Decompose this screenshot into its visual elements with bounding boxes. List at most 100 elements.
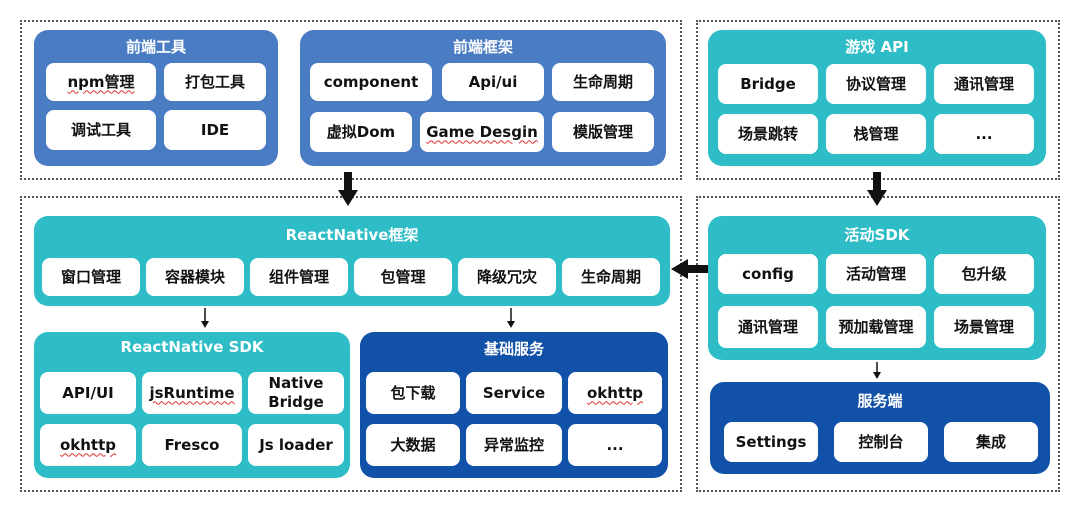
tile-label: 栈管理 bbox=[853, 124, 899, 143]
server-panel: 服务端 Settings 控制台 集成 bbox=[710, 382, 1050, 474]
base-services-title: 基础服务 bbox=[483, 340, 544, 358]
tile-degrade: 降级冗灾 bbox=[458, 258, 556, 296]
tile-npm: npm管理 bbox=[46, 63, 156, 101]
tile-label: 包升级 bbox=[961, 264, 1007, 283]
tile-label: 协议管理 bbox=[845, 74, 906, 93]
tile-window: 窗口管理 bbox=[42, 258, 140, 296]
tile-jsruntime: jsRuntime bbox=[142, 372, 242, 414]
frontend-tools-panel: 前端工具 npm管理 打包工具 调试工具 IDE bbox=[34, 30, 278, 166]
rn-sdk-title: ReactNative SDK bbox=[120, 338, 264, 356]
tile-label: 打包工具 bbox=[184, 72, 245, 91]
rn-framework-panel: ReactNative框架 窗口管理 容器模块 组件管理 包管理 降级冗灾 生命… bbox=[34, 216, 670, 306]
tile-scene-mgmt: 场景管理 bbox=[934, 306, 1034, 348]
tile-label: component bbox=[323, 72, 419, 91]
tile-label: 异常监控 bbox=[483, 435, 544, 454]
rn-sdk-panel: ReactNative SDK API/UI jsRuntime Native … bbox=[34, 332, 350, 478]
tile-label: okhttp bbox=[586, 383, 644, 402]
tile-label: Game Desgin bbox=[426, 122, 538, 141]
tile-label: npm管理 bbox=[67, 72, 135, 91]
tile-label: Js loader bbox=[259, 435, 333, 454]
tile-fresco: Fresco bbox=[142, 424, 242, 466]
tile-activity-mgmt: 活动管理 bbox=[826, 254, 926, 294]
tile-label: 生命周期 bbox=[572, 72, 633, 91]
tile-activity-comm: 通讯管理 bbox=[718, 306, 818, 348]
activity-sdk-title: 活动SDK bbox=[844, 226, 910, 244]
tile-api-ui-sdk: API/UI bbox=[40, 372, 136, 414]
tile-stack: 栈管理 bbox=[826, 114, 926, 154]
tile-component: component bbox=[310, 63, 432, 101]
tile-label: Service bbox=[482, 383, 546, 402]
base-services-panel: 基础服务 包下载 Service okhttp 大数据 异常监控 ... bbox=[360, 332, 668, 478]
tile-package: 包管理 bbox=[354, 258, 452, 296]
tile-container: 容器模块 bbox=[146, 258, 244, 296]
tile-label: API/UI bbox=[62, 383, 114, 402]
thin-arrow-server bbox=[873, 362, 881, 379]
left-arrow bbox=[671, 259, 708, 279]
tile-label: 控制台 bbox=[858, 432, 904, 451]
tile-label: 生命周期 bbox=[580, 267, 641, 286]
tile-ide: IDE bbox=[164, 110, 266, 150]
tile-label: 模版管理 bbox=[572, 122, 633, 141]
tile-label: 容器模块 bbox=[164, 267, 225, 286]
tile-native-bridge: Native Bridge bbox=[248, 372, 344, 414]
tile-label: 组件管理 bbox=[268, 267, 329, 286]
tile-label: Api/ui bbox=[468, 72, 518, 91]
tile-service: Service bbox=[466, 372, 562, 414]
tile-label: Native Bridge bbox=[268, 374, 324, 411]
tile-more-base: ... bbox=[568, 424, 662, 466]
tile-label: 窗口管理 bbox=[60, 267, 121, 286]
frontend-framework-title: 前端框架 bbox=[452, 38, 513, 56]
tile-label: 虚拟Dom bbox=[326, 122, 396, 141]
tile-pkg-download: 包下载 bbox=[366, 372, 460, 414]
tile-console: 控制台 bbox=[834, 422, 928, 462]
thin-arrow-rn-sdk bbox=[201, 308, 209, 328]
tile-scene-jump: 场景跳转 bbox=[718, 114, 818, 154]
tile-label: 大数据 bbox=[390, 435, 436, 454]
tile-label: 通讯管理 bbox=[737, 317, 798, 336]
down-arrow-right bbox=[867, 172, 887, 206]
game-api-panel: 游戏 API Bridge 协议管理 通讯管理 场景跳转 栈管理 ... bbox=[708, 30, 1046, 166]
tile-bundler: 打包工具 bbox=[164, 63, 266, 101]
tile-label: IDE bbox=[200, 120, 230, 139]
tile-label: 调试工具 bbox=[70, 120, 131, 139]
tile-protocol: 协议管理 bbox=[826, 64, 926, 104]
tile-big-data: 大数据 bbox=[366, 424, 460, 466]
tile-label: config bbox=[742, 264, 794, 283]
rn-framework-title: ReactNative框架 bbox=[285, 226, 419, 244]
tile-label: 集成 bbox=[975, 432, 1006, 451]
tile-template: 模版管理 bbox=[552, 112, 654, 152]
tile-preload: 预加载管理 bbox=[826, 306, 926, 348]
tile-components: 组件管理 bbox=[250, 258, 348, 296]
tile-label: 降级冗灾 bbox=[476, 267, 537, 286]
tile-pkg-upgrade: 包升级 bbox=[934, 254, 1034, 294]
tile-label: 场景跳转 bbox=[737, 124, 798, 143]
tile-label: ... bbox=[606, 435, 624, 454]
tile-integration: 集成 bbox=[944, 422, 1038, 462]
tile-okhttp-sdk: okhttp bbox=[40, 424, 136, 466]
server-title: 服务端 bbox=[857, 392, 903, 410]
tile-rn-lifecycle: 生命周期 bbox=[562, 258, 660, 296]
tile-comm: 通讯管理 bbox=[934, 64, 1034, 104]
game-api-title: 游戏 API bbox=[845, 38, 909, 56]
tile-debug: 调试工具 bbox=[46, 110, 156, 150]
tile-label: 场景管理 bbox=[953, 317, 1014, 336]
tile-label: Bridge bbox=[740, 74, 796, 93]
tile-label: 通讯管理 bbox=[953, 74, 1014, 93]
tile-more: ... bbox=[934, 114, 1034, 154]
tile-js-loader: Js loader bbox=[248, 424, 344, 466]
tile-label: okhttp bbox=[59, 435, 117, 454]
tile-bridge: Bridge bbox=[718, 64, 818, 104]
activity-sdk-panel: 活动SDK config 活动管理 包升级 通讯管理 预加载管理 场景管理 bbox=[708, 216, 1046, 360]
tile-config: config bbox=[718, 254, 818, 294]
tile-label: 包管理 bbox=[380, 267, 426, 286]
tile-exception-monitor: 异常监控 bbox=[466, 424, 562, 466]
tile-label: jsRuntime bbox=[149, 383, 235, 402]
frontend-framework-panel: 前端框架 component Api/ui 生命周期 虚拟Dom Game De… bbox=[300, 30, 666, 166]
tile-label: 预加载管理 bbox=[838, 317, 914, 336]
tile-settings: Settings bbox=[724, 422, 818, 462]
tile-lifecycle: 生命周期 bbox=[552, 63, 654, 101]
tile-label: 活动管理 bbox=[845, 264, 906, 283]
tile-game-design: Game Desgin bbox=[420, 112, 544, 152]
tile-api-ui: Api/ui bbox=[442, 63, 544, 101]
